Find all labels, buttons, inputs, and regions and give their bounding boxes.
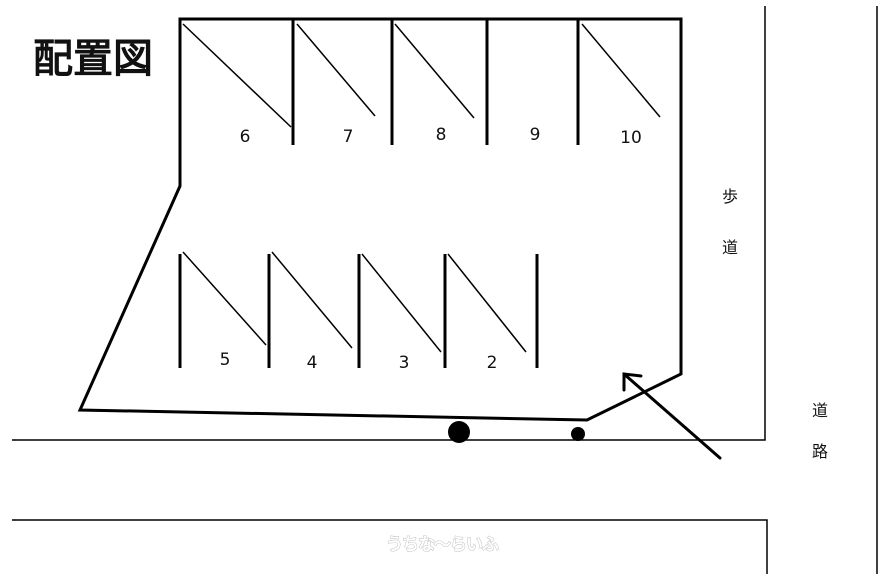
space-diagonal <box>581 23 661 118</box>
sidewalk-label-char: 道 <box>722 238 738 257</box>
space-diagonal <box>182 23 292 128</box>
road-label-char: 路 <box>812 442 828 461</box>
space-number: 6 <box>240 127 251 147</box>
watermark: うちな～らいふ <box>386 535 499 555</box>
space-number: 3 <box>399 353 410 373</box>
top-row-dividers <box>291 19 580 145</box>
bottom-row-diagonals <box>182 251 527 353</box>
sidewalk-label-char: 歩 <box>722 187 738 206</box>
space-diagonal <box>394 23 475 119</box>
marker-dot-large <box>448 421 470 443</box>
space-numbers: 6 7 8 9 10 5 4 3 2 <box>220 125 642 373</box>
space-number: 2 <box>487 353 498 373</box>
entrance-arrow <box>622 372 722 460</box>
space-number: 5 <box>220 350 231 370</box>
marker-dot-small <box>571 427 585 441</box>
diagram-title: 配置図 <box>33 36 153 82</box>
space-number: 4 <box>307 353 318 373</box>
road-edge-lower <box>12 519 768 574</box>
space-diagonal <box>296 23 376 117</box>
road-edge-upper <box>12 6 766 441</box>
lot-boundary <box>77 17 683 422</box>
bottom-row-dividers <box>178 254 539 368</box>
space-number: 8 <box>436 125 447 145</box>
road-edges <box>12 6 878 574</box>
space-number: 7 <box>343 127 354 147</box>
space-diagonal <box>271 251 353 349</box>
space-number: 10 <box>620 128 642 148</box>
space-number: 9 <box>530 125 541 145</box>
space-diagonal <box>447 253 527 353</box>
space-diagonal <box>182 251 267 346</box>
top-row-diagonals <box>182 23 661 128</box>
space-diagonal <box>361 253 442 353</box>
road-label-char: 道 <box>812 401 828 420</box>
